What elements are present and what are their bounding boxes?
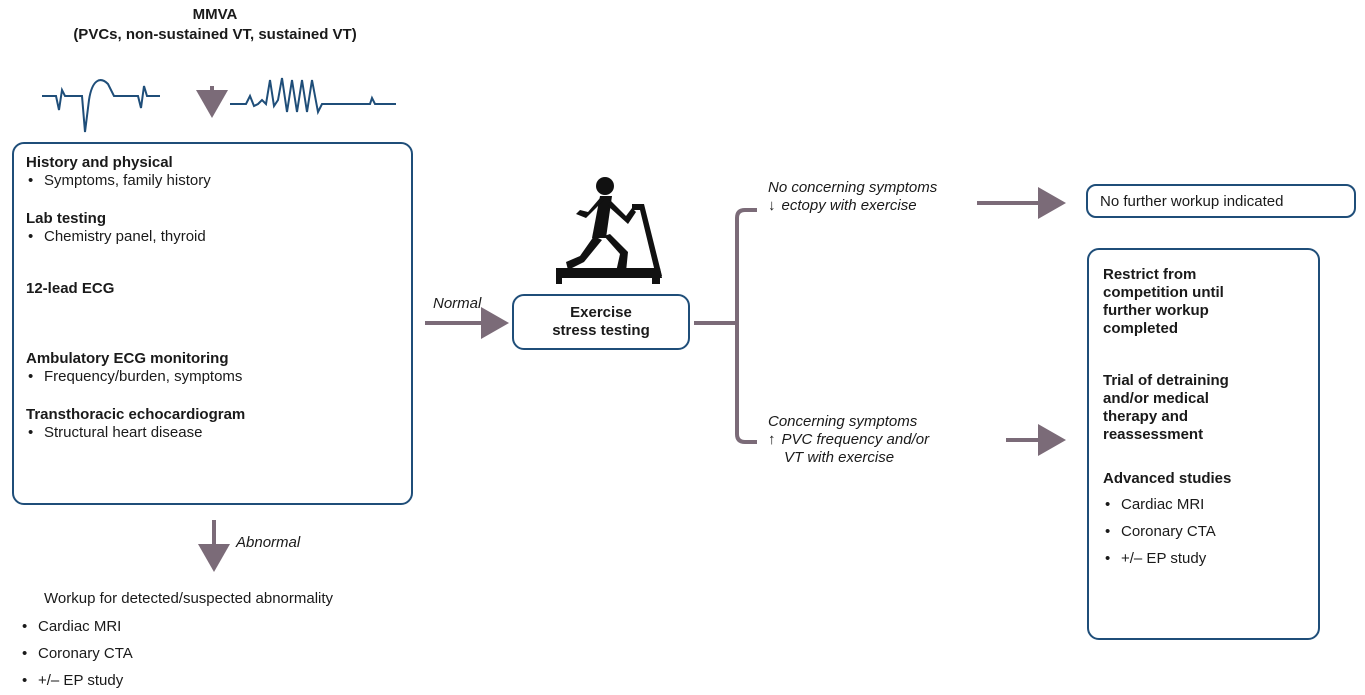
branch-bottom-line-1: Concerning symptoms — [768, 413, 918, 430]
no-further-workup-label: No further workup indicated — [1100, 193, 1284, 210]
trial-line: reassessment — [1103, 426, 1204, 443]
down-arrow-icon: ↓ — [768, 197, 776, 214]
trial-line: therapy and — [1103, 408, 1189, 425]
treadmill-runner-icon — [556, 177, 662, 284]
section-echo: Transthoracic echocardiogram Structural … — [26, 406, 399, 442]
restrict-line: further workup — [1103, 302, 1209, 319]
stress-line-1: Exercise — [570, 304, 632, 321]
advanced-section: Advanced studies Cardiac MRI Coronary CT… — [1103, 470, 1304, 568]
branch-bottom-text: Concerning symptoms ↑ PVC frequency and/o… — [768, 413, 929, 467]
section-lab: Lab testing Chemistry panel, thyroid — [26, 210, 399, 246]
abnormal-item: Cardiac MRI — [20, 618, 333, 636]
stress-testing-box: Exercise stress testing — [512, 294, 690, 350]
abnormal-item: Coronary CTA — [20, 645, 333, 663]
section-heading: Transthoracic echocardiogram — [26, 406, 246, 423]
ecg-trace-right-icon — [230, 77, 396, 116]
abnormal-workup-title: Workup for detected/suspected abnormalit… — [44, 590, 334, 607]
section-history: History and physical Symptoms, family hi… — [26, 154, 399, 190]
section-ambulatory: Ambulatory ECG monitoring Frequency/burd… — [26, 350, 399, 386]
trial-line: Trial of detraining — [1103, 372, 1229, 389]
advanced-item: Cardiac MRI — [1103, 496, 1304, 514]
section-heading: Lab testing — [26, 210, 107, 227]
label-normal: Normal — [433, 295, 482, 312]
restrict-line: competition until — [1103, 284, 1224, 301]
header-title: MMVA — [192, 6, 238, 23]
no-further-workup-box: No further workup indicated — [1086, 184, 1356, 218]
section-heading: Ambulatory ECG monitoring — [26, 350, 229, 367]
section-item: Frequency/burden, symptoms — [26, 368, 399, 386]
advanced-heading: Advanced studies — [1103, 470, 1232, 487]
trial-line: and/or medical — [1103, 390, 1209, 407]
stress-line-2: stress testing — [552, 322, 650, 339]
section-heading: History and physical — [26, 154, 173, 171]
advanced-item: +/– EP study — [1103, 550, 1304, 568]
section-item: Chemistry panel, thyroid — [26, 228, 399, 246]
initial-workup-box: History and physical Symptoms, family hi… — [12, 142, 413, 505]
restrict-line: completed — [1103, 320, 1179, 337]
ecg-trace-left-icon — [42, 79, 160, 133]
branch-top-text: No concerning symptoms ↓ ectopy with exer… — [768, 179, 937, 215]
abnormal-workup: Workup for detected/suspected abnormalit… — [20, 590, 333, 690]
branch-top-line-2: ectopy with exercise — [781, 197, 917, 214]
section-heading: 12-lead ECG — [26, 280, 115, 297]
section-item: Structural heart disease — [26, 424, 399, 442]
restrict-line: Restrict from — [1103, 266, 1197, 283]
label-abnormal: Abnormal — [236, 534, 301, 551]
branch-top-line-1: No concerning symptoms — [768, 179, 938, 196]
header-subtitle: (PVCs, non-sustained VT, sustained VT) — [73, 26, 357, 43]
restrict-section: Restrict from competition until further … — [1103, 266, 1304, 338]
abnormal-item: +/– EP study — [20, 672, 333, 690]
branch-bottom-line-3: VT with exercise — [784, 449, 895, 466]
section-item: Symptoms, family history — [26, 172, 399, 190]
advanced-item: Coronary CTA — [1103, 523, 1304, 541]
branch-bottom-line-2: PVC frequency and/or — [781, 431, 930, 448]
restrict-box: Restrict from competition until further … — [1087, 248, 1320, 640]
section-ecg: 12-lead ECG — [26, 280, 399, 298]
trial-section: Trial of detraining and/or medical thera… — [1103, 372, 1304, 444]
branch-bracket — [694, 208, 757, 444]
up-arrow-icon: ↑ — [768, 431, 776, 448]
